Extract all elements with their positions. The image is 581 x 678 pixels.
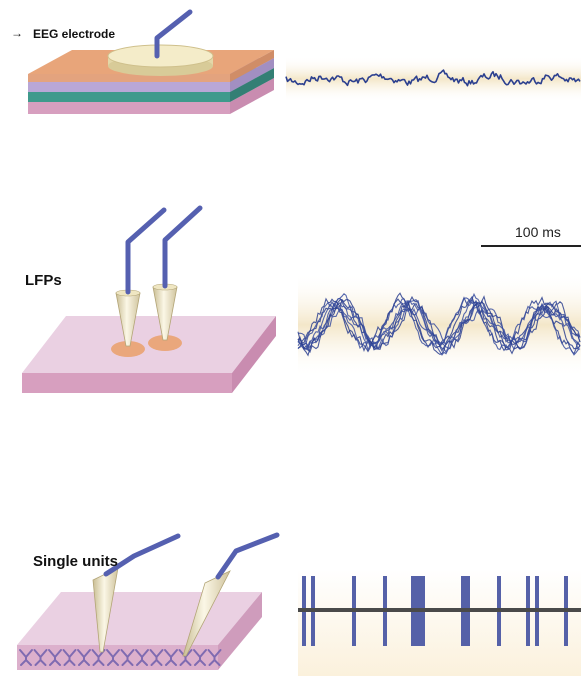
lfp-electrode-wire	[162, 205, 203, 289]
lfp-trace-band	[298, 272, 581, 378]
eeg-panel: → EEG electrode	[11, 9, 581, 114]
lfp-panel: LFPs 100 ms	[22, 205, 581, 393]
lfp-traces	[297, 292, 581, 357]
lfp-recording-site	[111, 341, 145, 357]
eeg-label-arrow: →	[11, 26, 23, 40]
neuron-row	[19, 649, 222, 666]
neuron-icon	[62, 649, 77, 666]
lfp-trace	[297, 295, 581, 356]
units-tissue-block	[17, 592, 262, 670]
neuron-icon	[77, 649, 91, 666]
neuron-icon	[135, 649, 149, 666]
neuron-icon	[19, 649, 33, 666]
lfp-trace	[297, 299, 581, 351]
neuron-icon	[106, 649, 120, 666]
neuron-icon	[193, 649, 207, 666]
unit-electrode-wire	[103, 533, 181, 577]
scale-bar: 100 ms	[481, 224, 581, 247]
spike-raster-background	[298, 570, 581, 676]
lfp-recording-site	[148, 335, 182, 351]
single-units-label: Single units	[33, 553, 118, 570]
neuron-icon	[120, 649, 135, 666]
neuron-icon	[178, 649, 193, 666]
neuron-icon	[164, 649, 178, 666]
single-units-panel: Single units	[17, 532, 581, 676]
lfp-trace	[297, 295, 581, 354]
neuron-icon	[33, 649, 48, 666]
eeg-label: EEG electrode	[33, 27, 115, 41]
lfp-trace	[297, 292, 581, 355]
unit-electrode-wire	[215, 532, 280, 580]
neuron-icon	[48, 649, 62, 666]
eeg-electrode-wire	[154, 9, 193, 59]
lfp-tissue-block	[22, 316, 276, 393]
lfp-label: LFPs	[25, 272, 62, 289]
eeg-trace	[285, 69, 581, 87]
neuron-icon	[207, 649, 222, 666]
eeg-electrode-disc	[107, 44, 214, 76]
lfp-electrode-wire	[125, 207, 167, 295]
neuron-icon	[149, 649, 164, 666]
scale-bar-label: 100 ms	[515, 224, 561, 240]
